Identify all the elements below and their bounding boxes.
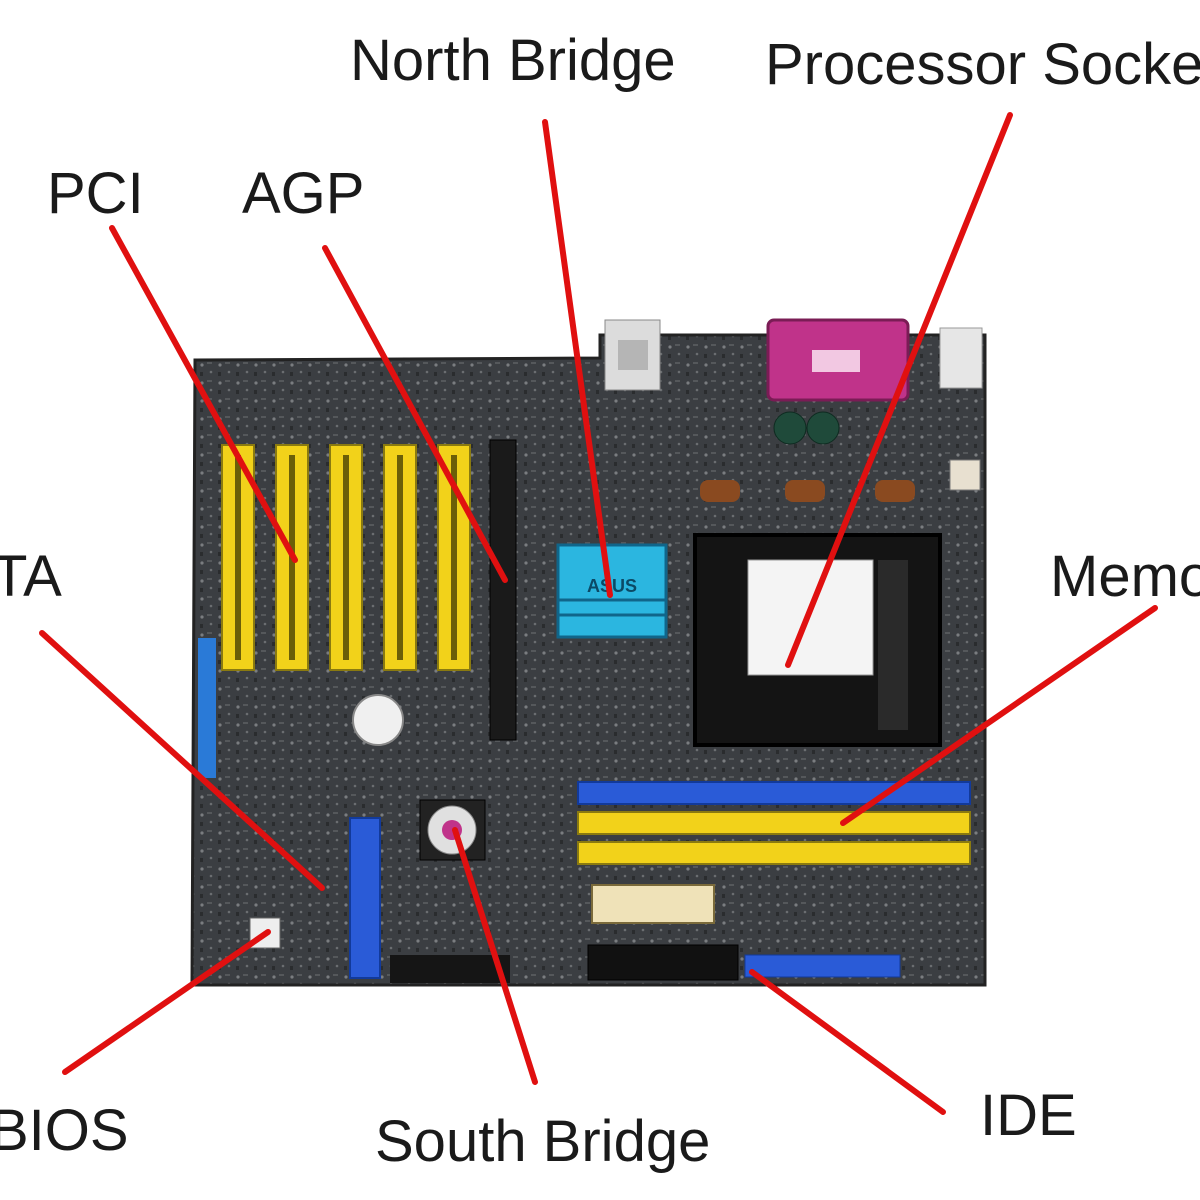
atx-power-connector <box>591 884 715 924</box>
blue-side-slot <box>349 817 381 979</box>
left-blue-header <box>198 638 216 778</box>
ide-connector-blue <box>744 954 901 978</box>
processor-socket <box>693 533 942 747</box>
label-processor-socket: Processor Socke <box>765 32 1200 97</box>
label-sata: TA <box>0 544 62 609</box>
label-agp: AGP <box>242 161 365 226</box>
rear-io <box>604 319 983 391</box>
agp-slot <box>489 439 517 741</box>
pointer-agp <box>322 245 508 583</box>
label-memory: Memo <box>1050 544 1200 609</box>
board-logo: ASUS <box>587 576 637 596</box>
pointer-processor-socket <box>785 112 1013 668</box>
floppy-connector <box>390 955 510 983</box>
pointer-bios <box>62 929 271 1075</box>
parallel-port <box>766 318 910 402</box>
label-pci: PCI <box>47 161 144 226</box>
pointer-ide <box>749 969 946 1115</box>
ide-connector-black <box>587 944 739 981</box>
pointer-north-bridge <box>542 119 613 598</box>
pointer-memory <box>840 605 1158 826</box>
pointer-south-bridge <box>452 827 538 1085</box>
pointer-lines <box>39 112 1158 1115</box>
pointer-pci <box>109 225 298 563</box>
power-components <box>700 411 981 502</box>
memory-slots <box>577 781 971 865</box>
label-north-bridge: North Bridge <box>350 28 676 93</box>
label-ide: IDE <box>980 1083 1077 1148</box>
label-south-bridge: South Bridge <box>375 1109 711 1174</box>
pointer-sata <box>39 630 325 891</box>
label-bios: BIOS <box>0 1098 129 1163</box>
cmos-battery <box>352 694 404 746</box>
